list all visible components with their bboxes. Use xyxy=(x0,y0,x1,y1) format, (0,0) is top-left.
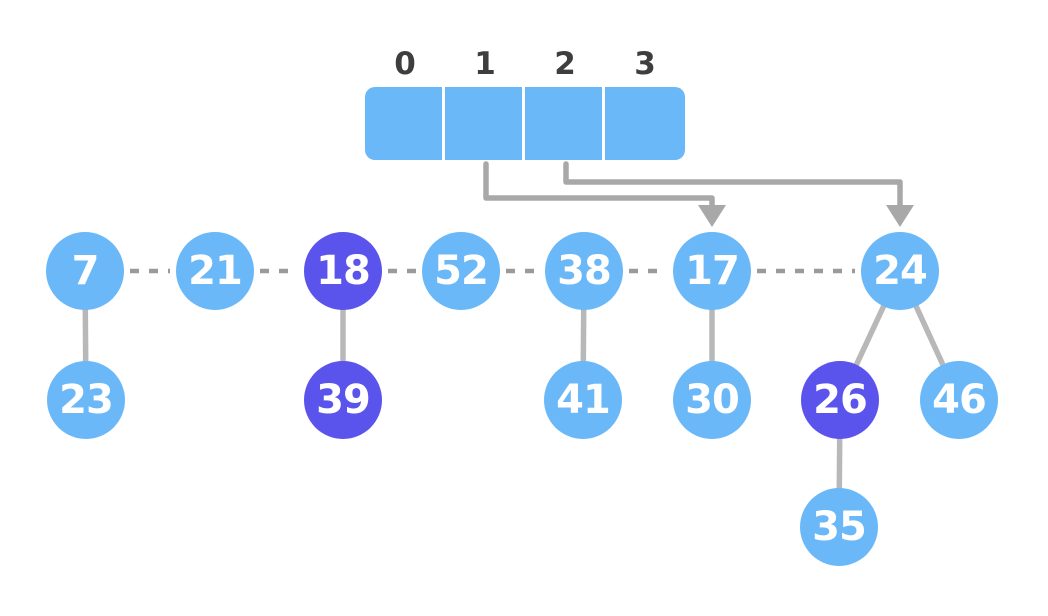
bucket-cell-2 xyxy=(525,87,605,160)
node-35: 35 xyxy=(800,488,878,566)
node-24: 24 xyxy=(861,232,939,310)
node-39: 39 xyxy=(304,361,382,439)
bucket-index-label-1: 1 xyxy=(474,46,496,82)
bucket-arrow-1 xyxy=(483,161,715,210)
node-46: 46 xyxy=(920,361,998,439)
bucket-index-label-0: 0 xyxy=(394,46,416,82)
node-value: 35 xyxy=(812,504,867,550)
node-value: 41 xyxy=(556,377,611,423)
node-17: 17 xyxy=(673,232,751,310)
node-38: 38 xyxy=(545,232,623,310)
bucket-index-label-3: 3 xyxy=(634,46,656,82)
node-value: 21 xyxy=(188,248,243,294)
bucket-arrow-head-2 xyxy=(886,205,914,227)
node-value: 7 xyxy=(71,248,100,294)
bucket-index-label-2: 2 xyxy=(554,46,576,82)
node-value: 26 xyxy=(813,377,868,423)
bucket-cell-3 xyxy=(605,87,685,160)
node-value: 46 xyxy=(932,377,987,423)
node-18: 18 xyxy=(304,232,382,310)
node-value: 18 xyxy=(316,248,371,294)
node-21: 21 xyxy=(176,232,254,310)
node-value: 17 xyxy=(685,248,740,294)
node-30: 30 xyxy=(673,361,751,439)
bucket-arrow-2 xyxy=(563,161,903,210)
bucket-arrow-head-1 xyxy=(698,205,726,227)
node-26: 26 xyxy=(801,361,879,439)
node-value: 24 xyxy=(873,248,928,294)
node-7: 7 xyxy=(46,232,124,310)
node-value: 38 xyxy=(557,248,612,294)
bucket-cell-0 xyxy=(365,87,445,160)
node-41: 41 xyxy=(544,361,622,439)
node-value: 23 xyxy=(59,377,114,423)
node-value: 52 xyxy=(434,248,489,294)
node-value: 39 xyxy=(316,377,371,423)
bucket-array xyxy=(365,87,685,160)
node-value: 30 xyxy=(685,377,740,423)
node-23: 23 xyxy=(47,361,125,439)
bucket-cell-1 xyxy=(445,87,525,160)
node-52: 52 xyxy=(422,232,500,310)
